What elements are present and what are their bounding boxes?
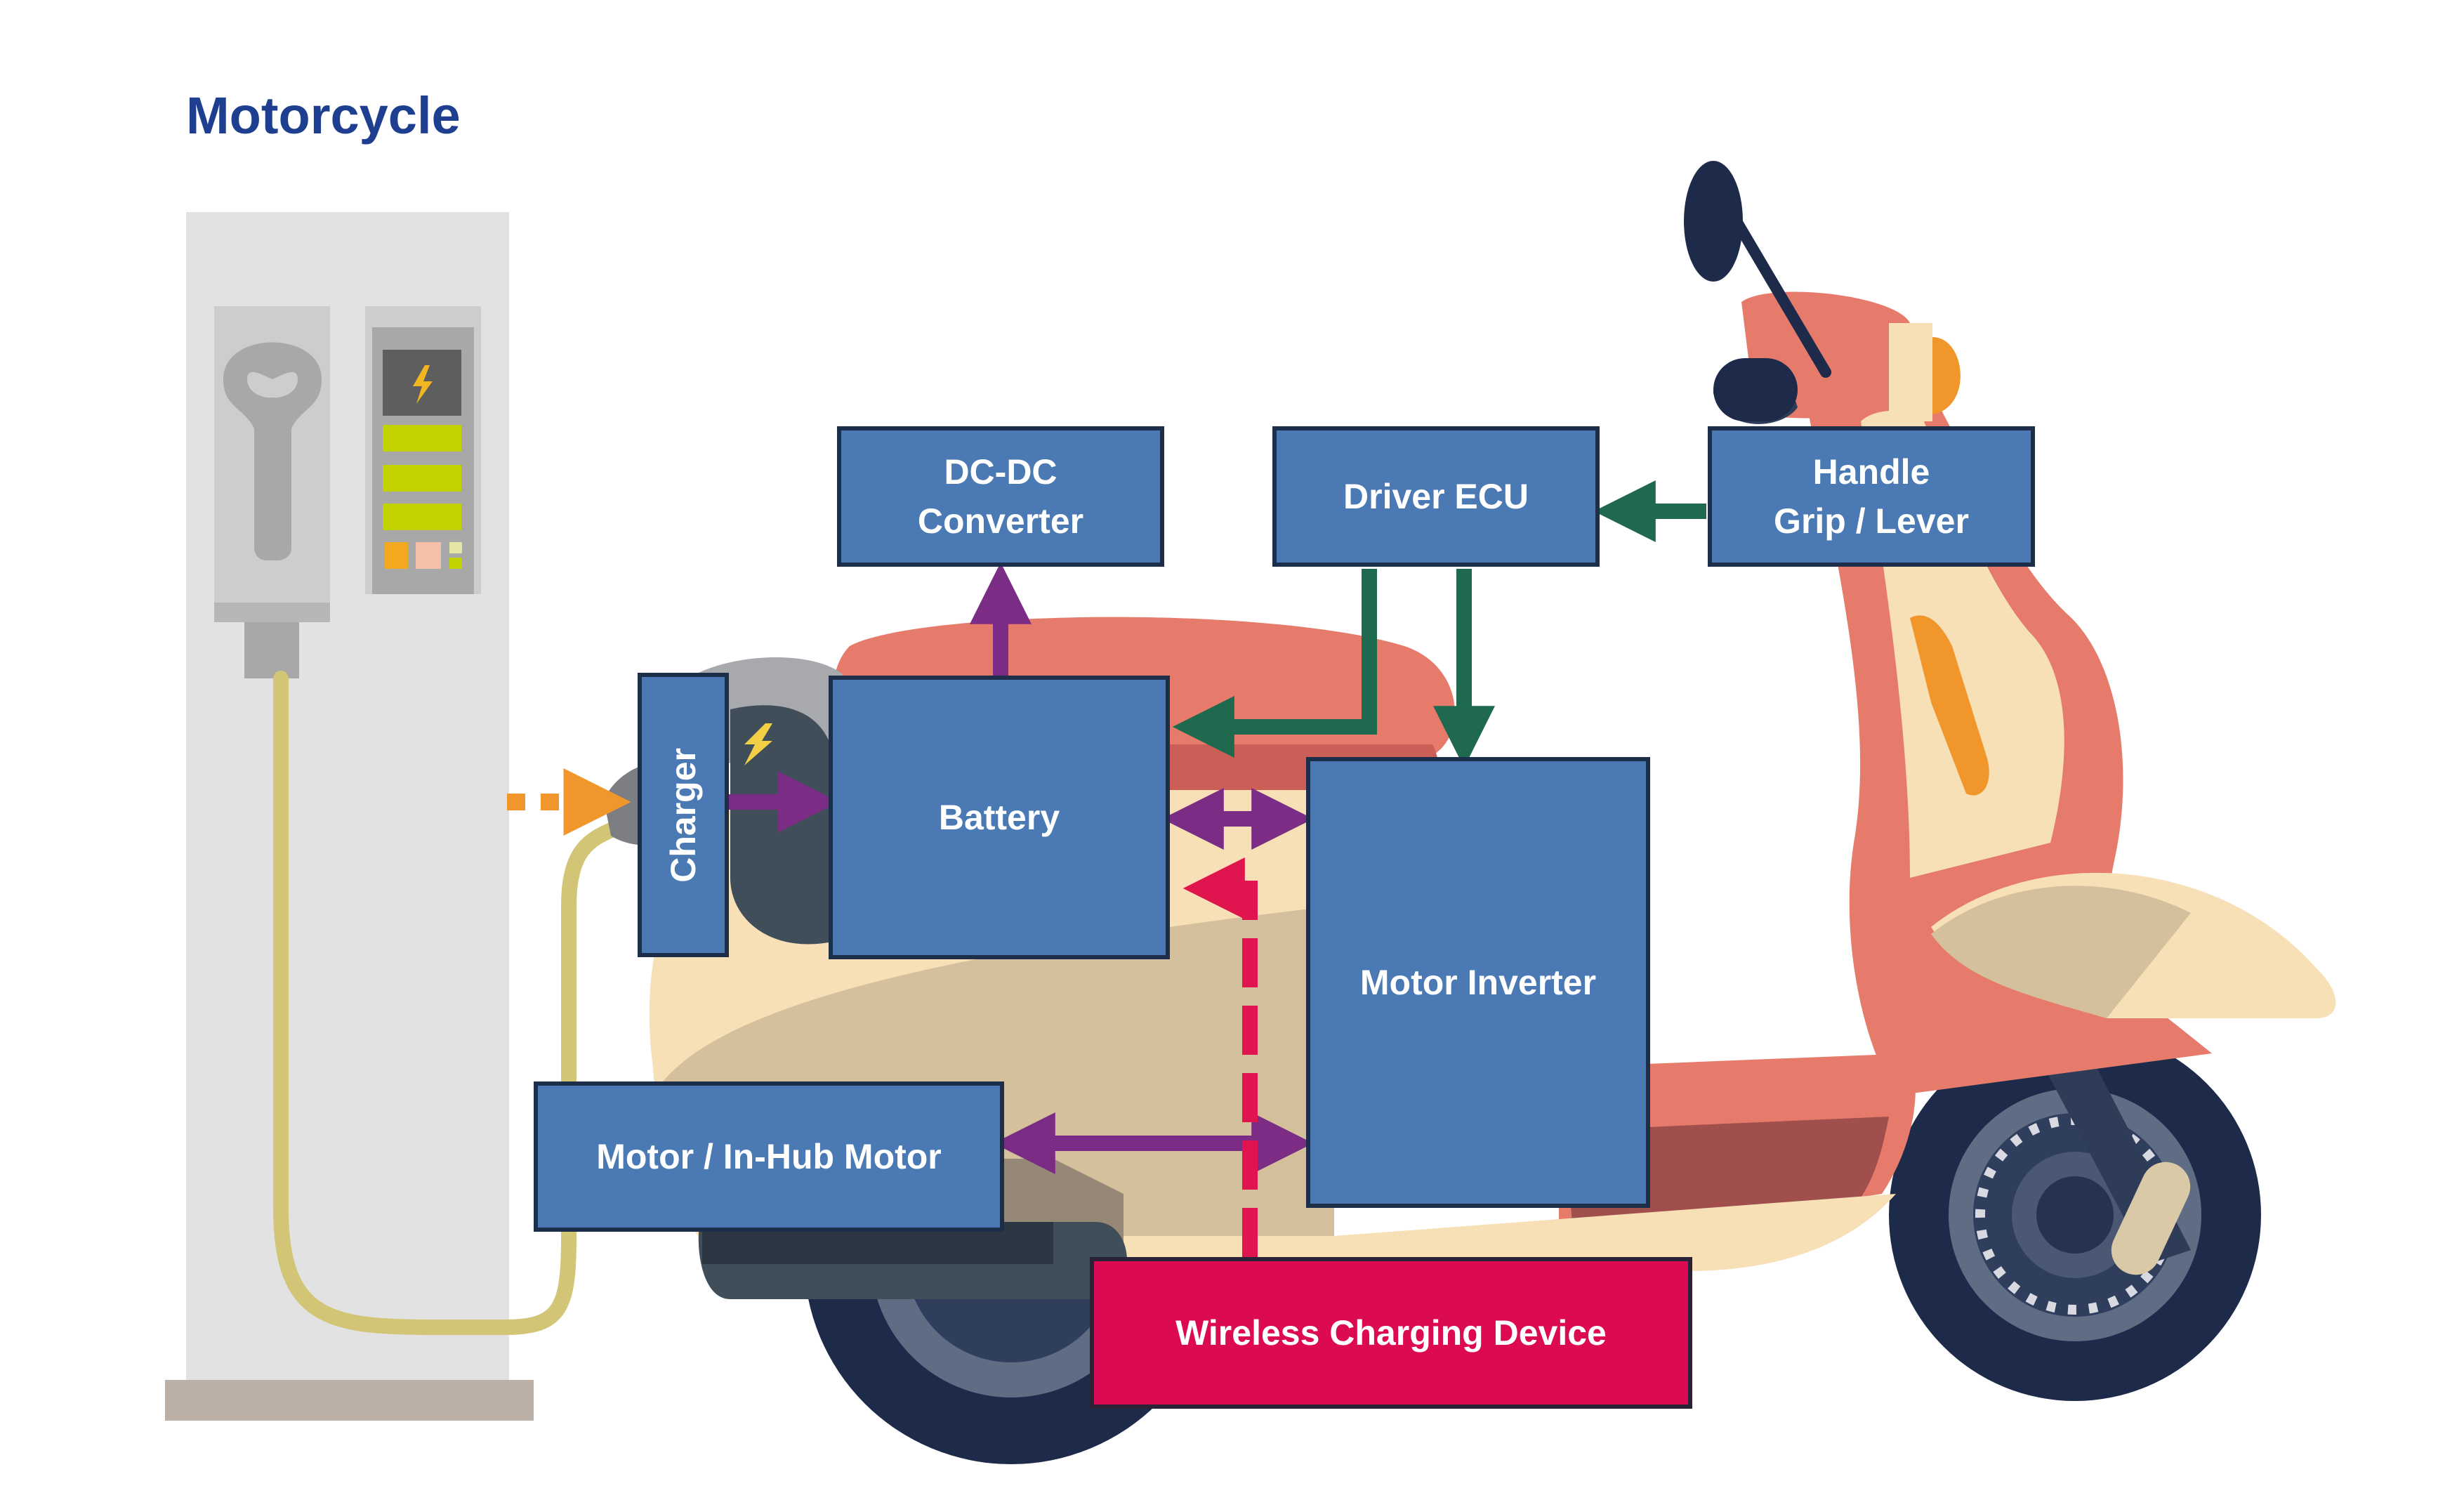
wireless-label: Wireless Charging Device (1175, 1313, 1607, 1353)
wireless-charging-block: Wireless Charging Device (1090, 1257, 1692, 1409)
handle-label-line2: Grip / Lever (1774, 501, 1969, 541)
dcdc-label-line1: DC-DC (944, 452, 1058, 492)
charger-block: Charger (638, 673, 729, 957)
battery-block: Battery (829, 676, 1170, 959)
motor-label: Motor / In-Hub Motor (596, 1137, 942, 1176)
connection-arrows (507, 480, 1706, 1257)
lightning-bolt-icon (413, 365, 433, 404)
motor-block: Motor / In-Hub Motor (534, 1081, 1004, 1232)
page-title: Motorcycle (186, 86, 461, 145)
motor-inverter-block: Motor Inverter (1306, 757, 1650, 1208)
motor-inverter-label: Motor Inverter (1359, 963, 1597, 1002)
arrow-wireless-to-battery (1182, 857, 1258, 1257)
battery-label: Battery (938, 798, 1060, 837)
charger-label: Charger (664, 747, 703, 883)
driver-ecu-label: Driver ECU (1343, 477, 1529, 516)
handle-grip-block: Handle Grip / Lever (1708, 426, 2035, 567)
handle-label-line1: Handle (1812, 452, 1930, 492)
arrow-ecu-to-battery (1172, 569, 1377, 758)
charging-station-icon (165, 212, 622, 1421)
dcdc-label-line2: Converter (917, 501, 1084, 541)
dcdc-converter-block: DC-DC Converter (837, 426, 1164, 567)
driver-ecu-block: Driver ECU (1272, 426, 1600, 567)
